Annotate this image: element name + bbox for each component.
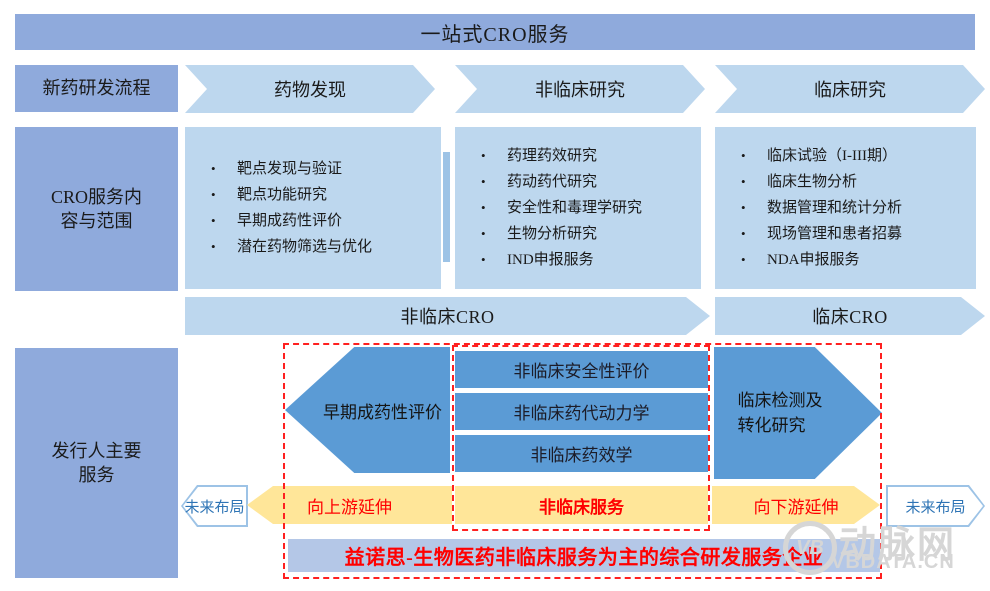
bullet-icon: • bbox=[481, 148, 486, 163]
bar-nonclinical-pk: 非临床药代动力学 bbox=[455, 393, 708, 430]
early-druggability-label: 早期成药性评价 bbox=[323, 402, 442, 422]
list-item: •靶点发现与验证 bbox=[211, 156, 435, 182]
stage-drug-discovery: 药物发现 bbox=[185, 65, 435, 113]
future-layout-right-fill bbox=[888, 487, 983, 525]
process-row-label-text: 新药研发流程 bbox=[42, 78, 151, 99]
company-summary-banner: 益诺思-生物医药非临床服务为主的综合研发服务企业 bbox=[288, 539, 880, 572]
services-row-label-text: 发行人主要 服务 bbox=[51, 440, 142, 485]
bullet-icon: • bbox=[741, 174, 746, 189]
scope-box-discovery: •靶点发现与验证 •靶点功能研究 •早期成药性评价 •潜在药物筛选与优化 bbox=[185, 127, 441, 289]
divider-stripe bbox=[443, 152, 450, 262]
bar-nonclinical-pd: 非临床药效学 bbox=[455, 435, 708, 472]
bullet-icon: • bbox=[211, 239, 216, 254]
list-item: •NDA申报服务 bbox=[741, 247, 970, 273]
stage-nonclinical-research-label: 非临床研究 bbox=[535, 80, 625, 100]
list-item: •临床试验（I-III期） bbox=[741, 143, 970, 169]
scope-row-label-text: CRO服务内 容与范围 bbox=[50, 186, 142, 231]
bullet-icon: • bbox=[741, 252, 746, 267]
bullet-icon: • bbox=[481, 252, 486, 267]
bullet-icon: • bbox=[481, 226, 486, 241]
clinical-testing-hexagon: 临床检测及 转化研究 bbox=[714, 347, 882, 479]
stage-nonclinical-research: 非临床研究 bbox=[455, 65, 705, 113]
extend-upstream-arrow: 向上游延伸 bbox=[247, 486, 452, 524]
nonclinical-service-label: 非临床服务 bbox=[539, 497, 624, 517]
clinical-cro-arrow: 临床CRO bbox=[715, 297, 985, 335]
company-summary-text: 益诺思-生物医药非临床服务为主的综合研发服务企业 bbox=[344, 547, 824, 569]
stage-drug-discovery-label: 药物发现 bbox=[274, 80, 346, 100]
extend-downstream-arrow: 向下游延伸 bbox=[712, 486, 880, 524]
extend-upstream-label: 向上游延伸 bbox=[307, 497, 392, 517]
one-stop-cro-banner: 一站式CRO服务 bbox=[15, 14, 975, 50]
one-stop-cro-title: 一站式CRO服务 bbox=[420, 23, 570, 46]
bullet-icon: • bbox=[211, 187, 216, 202]
process-row-label: 新药研发流程 bbox=[15, 65, 178, 112]
list-item: •现场管理和患者招募 bbox=[741, 221, 970, 247]
bullet-icon: • bbox=[741, 226, 746, 241]
clinical-testing-label: 临床检测及 转化研究 bbox=[737, 390, 823, 436]
list-item: •药理药效研究 bbox=[481, 143, 695, 169]
list-item: •生物分析研究 bbox=[481, 221, 695, 247]
clinical-cro-label: 临床CRO bbox=[812, 307, 888, 327]
future-layout-left-arrow: 未来布局 bbox=[181, 485, 248, 527]
scope-row-label: CRO服务内 容与范围 bbox=[15, 127, 178, 291]
future-layout-left-fill bbox=[183, 487, 246, 525]
stage-clinical-research: 临床研究 bbox=[715, 65, 985, 113]
nonclinical-cro-label: 非临床CRO bbox=[400, 307, 495, 327]
list-item: •数据管理和统计分析 bbox=[741, 195, 970, 221]
nonclinical-cro-arrow: 非临床CRO bbox=[185, 297, 710, 335]
list-item: •IND申报服务 bbox=[481, 247, 695, 273]
stage-clinical-research-label: 临床研究 bbox=[814, 80, 886, 100]
list-item: •安全性和毒理学研究 bbox=[481, 195, 695, 221]
bullet-icon: • bbox=[741, 200, 746, 215]
list-item: •靶点功能研究 bbox=[211, 182, 435, 208]
list-item: •早期成药性评价 bbox=[211, 208, 435, 234]
bullet-icon: • bbox=[481, 174, 486, 189]
list-item: •临床生物分析 bbox=[741, 169, 970, 195]
services-row-label: 发行人主要 服务 bbox=[15, 348, 178, 578]
list-item: •潜在药物筛选与优化 bbox=[211, 234, 435, 260]
list-item: •药动药代研究 bbox=[481, 169, 695, 195]
scope-box-nonclinical: •药理药效研究 •药动药代研究 •安全性和毒理学研究 •生物分析研究 •IND申… bbox=[455, 127, 701, 289]
bar-nonclinical-safety: 非临床安全性评价 bbox=[455, 351, 708, 388]
bullet-icon: • bbox=[211, 161, 216, 176]
future-layout-right-label: 未来布局 bbox=[905, 499, 966, 516]
extend-downstream-label: 向下游延伸 bbox=[753, 497, 839, 517]
bullet-icon: • bbox=[481, 200, 486, 215]
scope-box-clinical: •临床试验（I-III期） •临床生物分析 •数据管理和统计分析 •现场管理和患… bbox=[715, 127, 976, 289]
nonclinical-service-box: 非临床服务 bbox=[455, 486, 708, 524]
bullet-icon: • bbox=[211, 213, 216, 228]
future-layout-left-label: 未来布局 bbox=[184, 499, 245, 516]
early-druggability-hexagon: 早期成药性评价 bbox=[285, 347, 450, 473]
future-layout-right-arrow: 未来布局 bbox=[886, 485, 985, 527]
bullet-icon: • bbox=[741, 148, 746, 163]
